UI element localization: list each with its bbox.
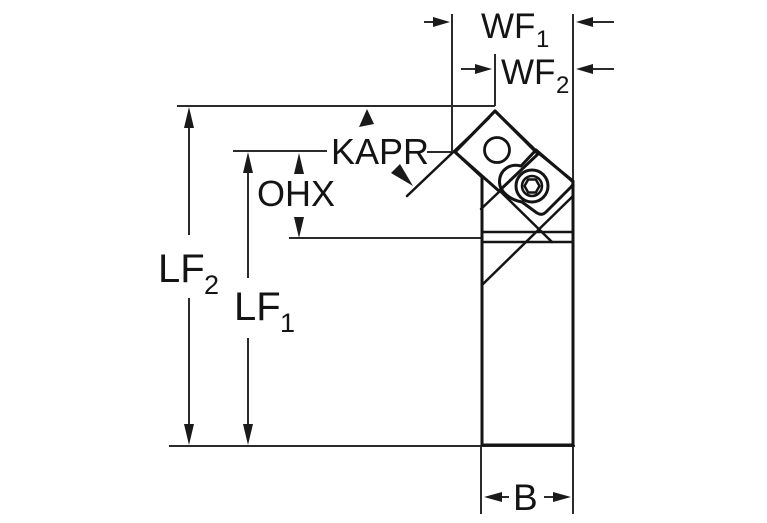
label-kapr: KAPR <box>331 131 429 172</box>
insert-hole <box>483 136 511 164</box>
label-lf2: LF <box>158 247 205 291</box>
label-lf1: LF <box>234 285 281 329</box>
b-left-arrowhead <box>484 492 502 502</box>
head-transition-diagonal <box>480 194 575 287</box>
lf2-arrow-up <box>184 107 194 128</box>
b-right-arrowhead <box>553 492 571 502</box>
kapr-arc-arrow-upper <box>359 109 374 127</box>
wf1-right-arrowhead <box>576 17 593 27</box>
ohx-arrow-up <box>294 153 304 174</box>
lf1-arrow-down <box>243 424 253 445</box>
tool-body-shape <box>453 109 575 447</box>
label-b: B <box>513 477 538 518</box>
label-wf2: WF <box>501 53 555 92</box>
label-lf1-subscript: 1 <box>280 308 295 338</box>
lf1-arrow-up <box>243 152 253 173</box>
label-wf1: WF <box>481 7 535 46</box>
label-wf2-subscript: 2 <box>556 72 569 99</box>
label-wf1-subscript: 1 <box>536 26 549 53</box>
kapr-arc-arrow-lower <box>391 164 413 186</box>
clamp-shape <box>498 148 575 216</box>
label-lf2-subscript: 2 <box>204 270 219 300</box>
wf2-right-arrowhead <box>576 64 593 74</box>
lf2-arrow-down <box>184 424 194 445</box>
insert-seat-line-right <box>498 189 554 244</box>
label-ohx: OHX <box>257 173 335 214</box>
wf1-left-arrowhead <box>433 17 450 27</box>
insert-seat-line-left <box>479 189 502 211</box>
insert-shape <box>453 109 540 193</box>
ohx-arrow-down <box>294 217 304 238</box>
clamp-screw-inner <box>520 174 544 198</box>
hex-socket-icon <box>523 178 541 194</box>
wf2-left-arrowhead <box>475 64 492 74</box>
clamp-screw-outer <box>514 168 550 204</box>
